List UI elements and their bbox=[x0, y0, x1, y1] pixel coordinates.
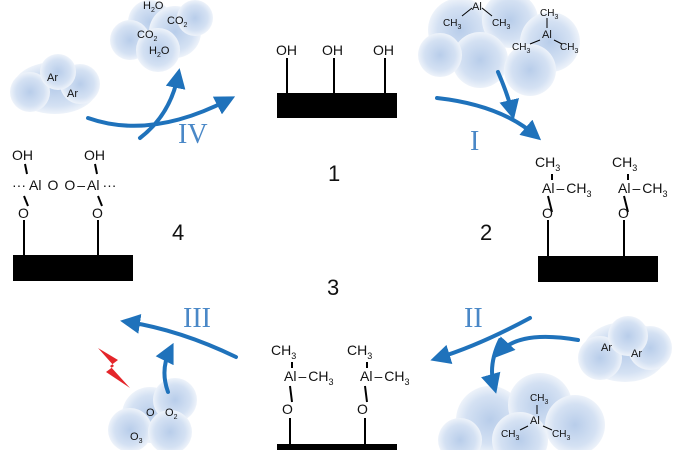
aluminum-label: Al bbox=[542, 29, 552, 41]
svg-text:H2O: H2O bbox=[149, 45, 170, 59]
svg-text:Ar: Ar bbox=[601, 342, 612, 354]
hydroxyl-label: OH bbox=[84, 147, 105, 163]
substrate-1 bbox=[277, 93, 397, 118]
methyl-label: CH3 bbox=[612, 154, 637, 173]
svg-text:CH3: CH3 bbox=[552, 429, 570, 442]
svg-text:CO2: CO2 bbox=[167, 15, 188, 29]
oxygen-label: O bbox=[282, 401, 293, 417]
aluminum-label: Al bbox=[530, 415, 540, 427]
arrow-step-III-ozone bbox=[155, 342, 174, 394]
cloud-top-right-tma bbox=[418, 0, 580, 96]
methyl-label: CH3 bbox=[271, 342, 296, 361]
structure-3: CH3 CH3 Al–CH3 Al–CH3 O O bbox=[271, 342, 410, 417]
svg-text:Ar: Ar bbox=[67, 88, 78, 100]
oxygen-label: O bbox=[92, 205, 103, 221]
argon-left: Ar Ar bbox=[47, 72, 78, 100]
svg-text:CH3: CH3 bbox=[560, 42, 578, 55]
svg-text:O2: O2 bbox=[165, 407, 178, 421]
tma-bottom-right: CH3 Al CH3 CH3 bbox=[501, 393, 570, 442]
svg-text:H2O: H2O bbox=[143, 0, 164, 14]
methyl-label: CH3 bbox=[347, 342, 372, 361]
svg-text:CH3: CH3 bbox=[512, 42, 530, 55]
tma-top-right: Al CH3 CH3 CH3 Al CH3 CH3 bbox=[443, 1, 578, 55]
arrow-step-III bbox=[120, 313, 238, 359]
cycle-arrows bbox=[86, 68, 580, 394]
svg-text:CH3: CH3 bbox=[501, 429, 519, 442]
hydroxyl-label: OH bbox=[322, 42, 343, 58]
svg-text:O: O bbox=[146, 407, 155, 419]
step-number-2: 2 bbox=[480, 220, 492, 245]
arrow-step-II-purge bbox=[494, 334, 580, 358]
arrow-step-IV-exhaust bbox=[138, 68, 186, 140]
svg-text:CH3: CH3 bbox=[530, 393, 548, 406]
svg-text:Ar: Ar bbox=[631, 348, 642, 360]
cloud-bottom-right-tma bbox=[438, 373, 605, 450]
aluminum-label: Al–CH3 bbox=[360, 368, 410, 387]
arrow-step-II bbox=[430, 316, 532, 365]
cloud-left-argon bbox=[10, 54, 100, 114]
aluminum-label: Al–CH3 bbox=[618, 180, 668, 199]
arrow-step-I bbox=[435, 96, 542, 141]
svg-text:CH3: CH3 bbox=[443, 18, 461, 31]
svg-text:CH3: CH3 bbox=[492, 18, 510, 31]
structure-2: CH3 CH3 Al–CH3 Al–CH3 O O bbox=[535, 154, 668, 256]
aluminum-label: Al–CH3 bbox=[542, 180, 592, 199]
svg-text:O3: O3 bbox=[130, 431, 143, 445]
lightning-bolt-icon bbox=[98, 348, 130, 388]
step-roman-III: III bbox=[183, 303, 211, 334]
step-roman-I: I bbox=[470, 126, 479, 157]
step-number-3: 3 bbox=[327, 275, 339, 300]
substrate-4 bbox=[13, 255, 133, 281]
argon-right: Ar Ar bbox=[601, 342, 642, 360]
oxygen-label: O bbox=[618, 205, 629, 221]
aluminum-label: Al bbox=[472, 1, 482, 13]
step-number-4: 4 bbox=[172, 220, 184, 245]
oxygen-label: O bbox=[542, 205, 553, 221]
arrow-step-II-exhaust bbox=[481, 338, 502, 394]
cloud-top-left-products bbox=[110, 0, 213, 72]
cloud-right-argon bbox=[578, 316, 672, 382]
hydroxyl-label: OH bbox=[12, 147, 33, 163]
products-h2o-co2: H2O CO2 CO2 H2O bbox=[137, 0, 188, 59]
ozone-oxygen: O O2 O3 bbox=[130, 407, 178, 445]
svg-text:CH3: CH3 bbox=[540, 8, 558, 21]
arrow-step-I-precursor bbox=[496, 70, 519, 120]
substrate-3 bbox=[277, 444, 397, 450]
svg-text:CO2: CO2 bbox=[137, 29, 158, 43]
hydroxyl-label: OH bbox=[276, 42, 297, 58]
cloud-bottom-left-ozone bbox=[108, 378, 197, 450]
step-roman-IV: IV bbox=[178, 119, 208, 150]
methyl-label: CH3 bbox=[535, 154, 560, 173]
svg-text:Ar: Ar bbox=[47, 72, 58, 84]
oxygen-label: O bbox=[18, 205, 29, 221]
substrate-2 bbox=[538, 256, 658, 282]
structure-1: OH OH OH bbox=[276, 42, 394, 93]
step-number-1: 1 bbox=[328, 161, 340, 186]
hydroxyl-label: OH bbox=[373, 42, 394, 58]
aluminum-label: Al–CH3 bbox=[284, 368, 334, 387]
step-roman-II: II bbox=[464, 303, 483, 334]
oxygen-label: O bbox=[357, 401, 368, 417]
